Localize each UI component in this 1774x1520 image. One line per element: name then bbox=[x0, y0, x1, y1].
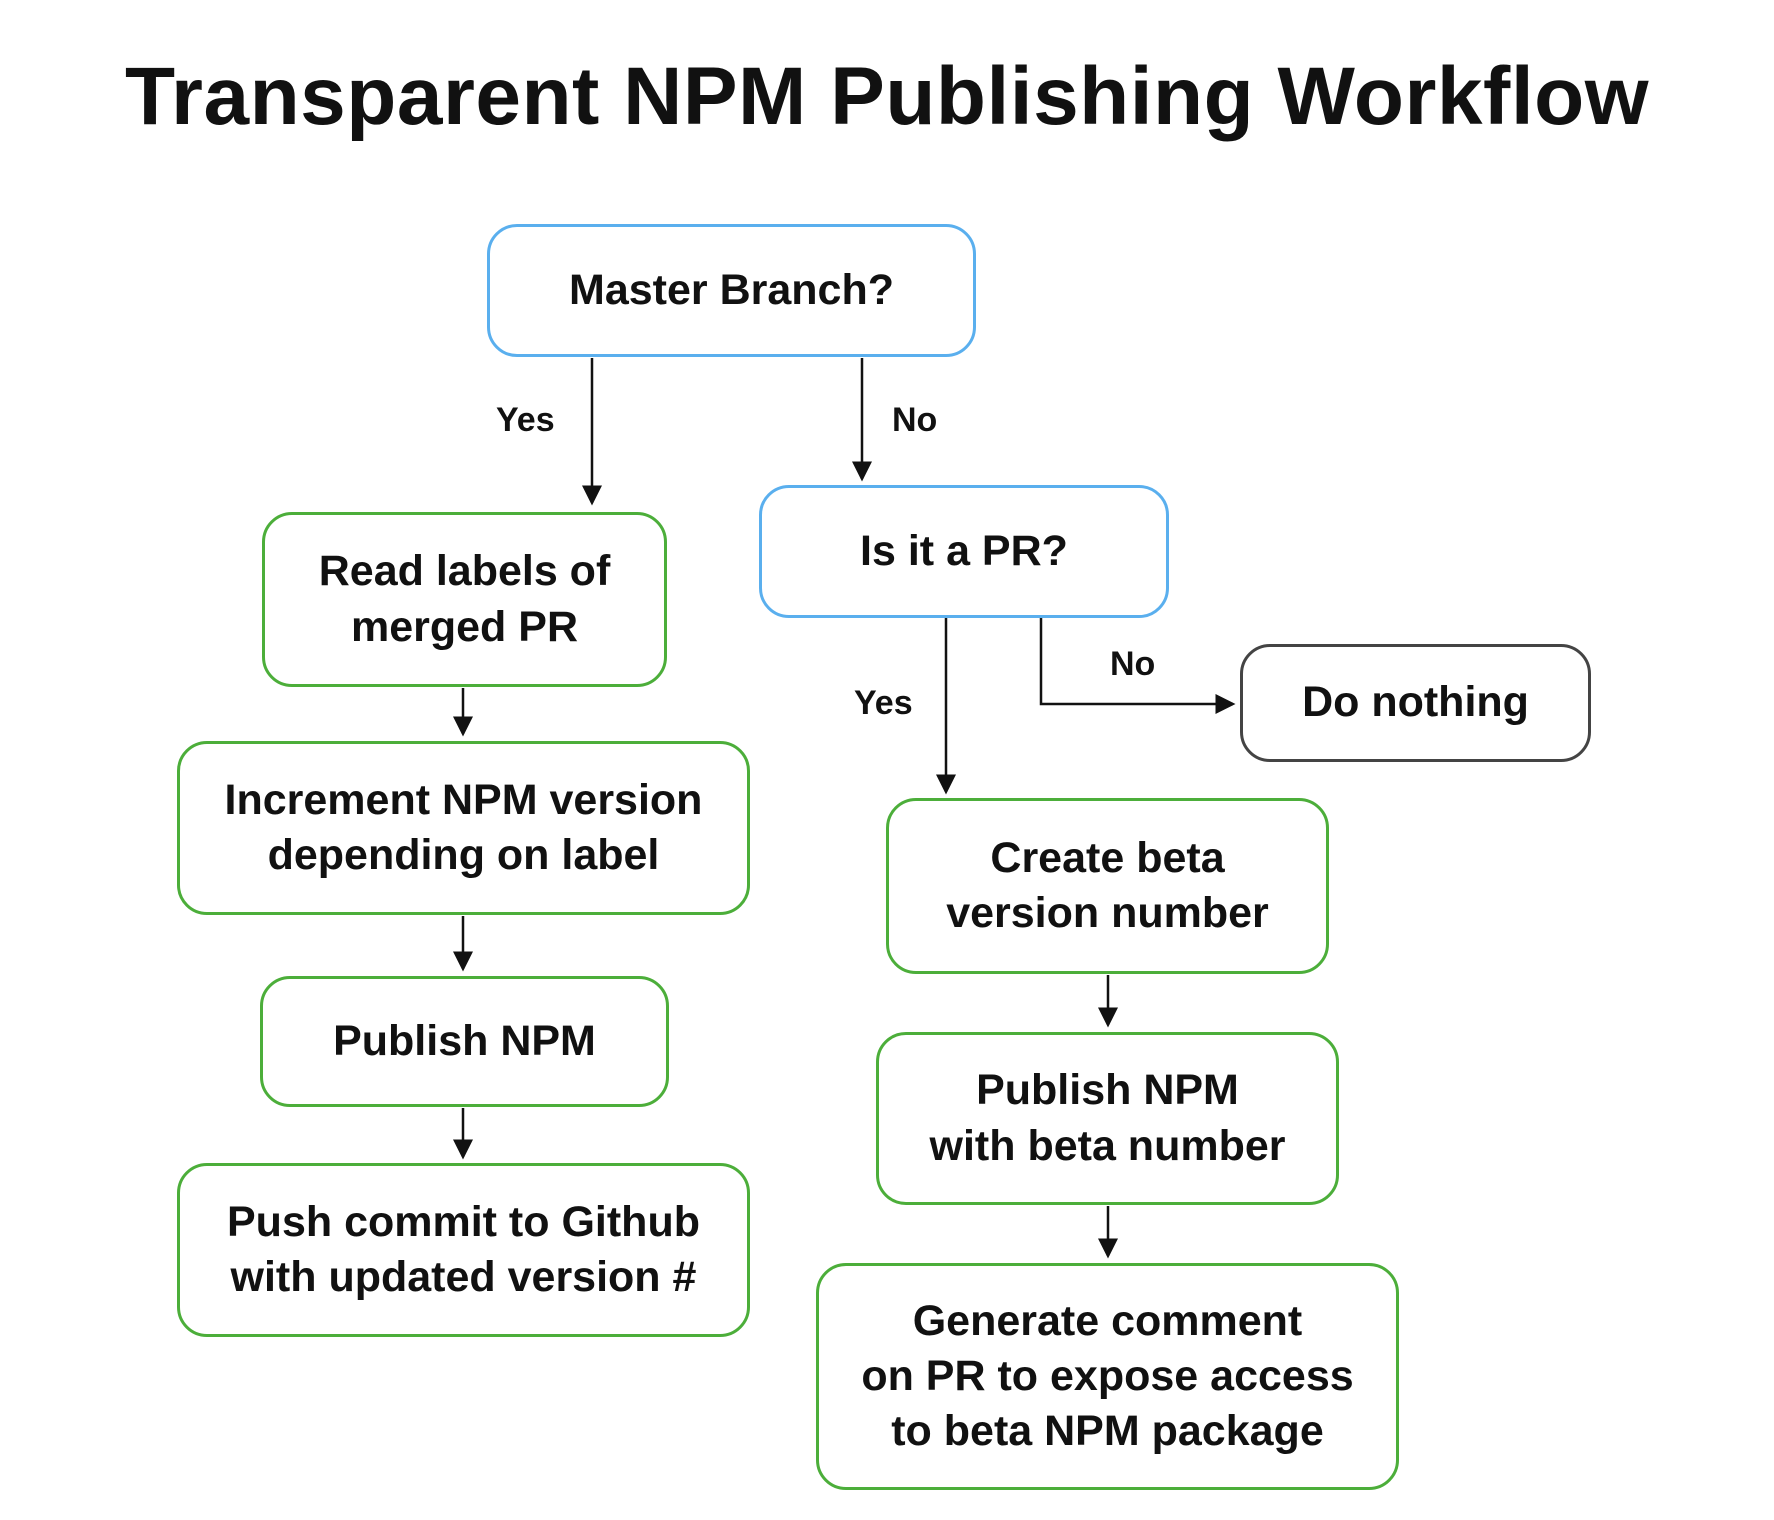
node-is-it-a-pr: Is it a PR? bbox=[759, 485, 1169, 618]
node-publish-npm: Publish NPM bbox=[260, 976, 669, 1107]
node-publish-beta: Publish NPM with beta number bbox=[876, 1032, 1339, 1205]
node-read-labels: Read labels of merged PR bbox=[262, 512, 667, 687]
label-pr-no: No bbox=[1110, 645, 1156, 683]
node-generate-comment: Generate comment on PR to expose access … bbox=[816, 1263, 1399, 1490]
edge-is-pr-to-do-nothing bbox=[1039, 618, 1236, 714]
node-increment-version: Increment NPM version depending on label bbox=[177, 741, 750, 915]
node-do-nothing: Do nothing bbox=[1240, 644, 1591, 762]
node-master-branch: Master Branch? bbox=[487, 224, 976, 357]
label-master-yes: Yes bbox=[496, 401, 555, 439]
node-create-beta: Create beta version number bbox=[886, 798, 1329, 974]
label-master-no: No bbox=[892, 401, 938, 439]
node-push-commit: Push commit to Github with updated versi… bbox=[177, 1163, 750, 1337]
diagram-title: Transparent NPM Publishing Workflow bbox=[124, 51, 1649, 142]
label-pr-yes: Yes bbox=[854, 684, 913, 722]
